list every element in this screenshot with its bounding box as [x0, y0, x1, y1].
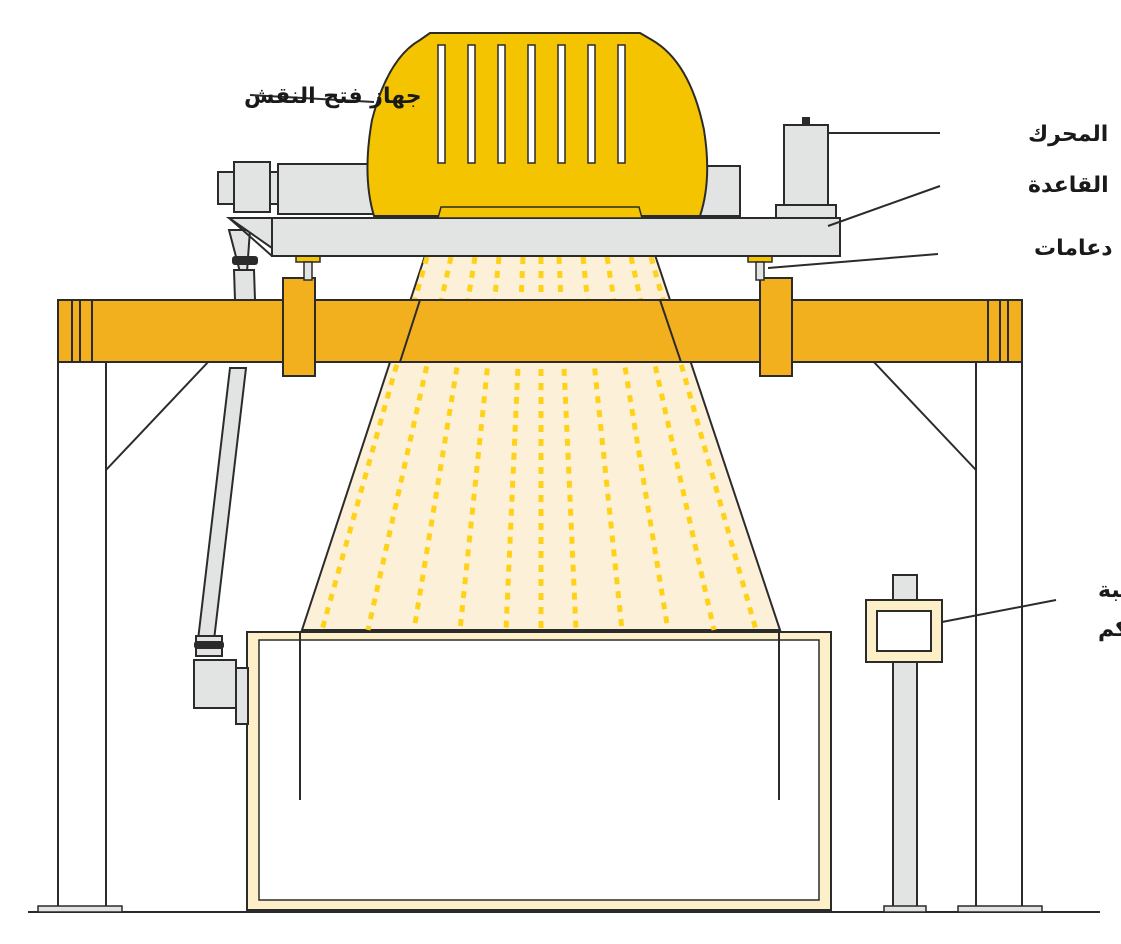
left-housing — [217, 161, 379, 215]
motor — [775, 117, 837, 219]
warp-fan-over-beam — [398, 299, 683, 363]
jacquard-ventilation-slots — [437, 44, 626, 164]
label-base: القاعدة — [1028, 173, 1109, 198]
label-supports: دعامات — [1034, 236, 1113, 261]
jacquard-head — [366, 32, 709, 219]
right-leg — [871, 359, 1043, 913]
label-control-box-line1: علبة — [1098, 578, 1121, 603]
label-motor: المحرك — [1028, 122, 1108, 147]
left-leg — [37, 359, 211, 913]
label-jacquard: جهاز فتح النقش — [244, 84, 422, 109]
label-control-box-line2: التحكم — [1098, 617, 1121, 642]
cloth-frame — [246, 631, 832, 911]
control-box — [865, 599, 943, 663]
drive-shaft — [193, 229, 258, 725]
base-platform — [225, 217, 841, 258]
leader-lines — [249, 94, 1057, 623]
